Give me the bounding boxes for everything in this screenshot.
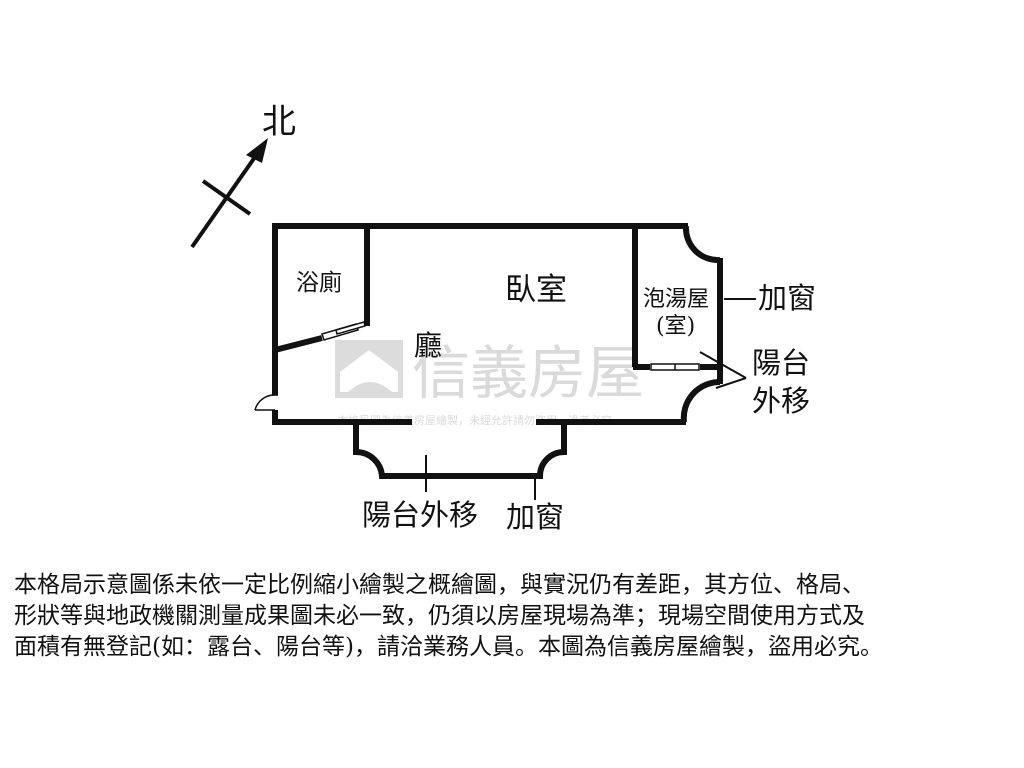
compass-cross-bar: [201, 179, 252, 216]
floor-plan: 信義房屋 本格局圖為信義房屋繪製，未經允許請勿盜用，違者必究 北: [190, 102, 816, 534]
disclaimer-line: 形狀等與地政機關測量成果圖未必一致，仍須以房屋現場為準；現場空間使用方式及: [14, 603, 865, 629]
compass: 北: [190, 102, 296, 249]
compass-arrow-head-icon: [246, 138, 268, 163]
watermark-logo-icon: [335, 340, 403, 398]
bottom-balcony-outline: [353, 424, 567, 479]
annotation-window-bottom: 加窗: [506, 500, 564, 534]
annotation-balcony-bottom: 陽台外移: [362, 498, 478, 532]
room-label-bathroom: 浴廁: [296, 270, 342, 296]
room-label-living: 廳: [414, 329, 442, 362]
onsen-door: [650, 363, 700, 371]
room-label-bedroom: 臥室: [505, 272, 567, 308]
annotation-window-right: 加窗: [758, 281, 816, 315]
disclaimer: 本格局示意圖係未依一定比例縮小繪製之概繪圖，與實況仍有差距，其方位、格局、 形狀…: [14, 570, 1014, 663]
disclaimer-line: 面積有無登記(如：露台、陽台等)，請洽業務人員。本圖為信義房屋繪製，盜用必究。: [14, 634, 883, 660]
room-label-onsen-line1: 泡湯屋: [643, 287, 709, 312]
annotation-balcony-right-line1: 陽台: [752, 346, 810, 380]
leader-lines: [425, 298, 756, 500]
room-label-onsen-line2: (室): [656, 314, 695, 339]
compass-north-label: 北: [262, 102, 296, 142]
entry-door: [254, 394, 278, 411]
annotation-balcony-right-line2: 外移: [752, 384, 810, 418]
watermark-brand: 信義房屋: [412, 339, 644, 407]
bathroom-door: [321, 321, 366, 341]
disclaimer-line: 本格局示意圖係未依一定比例縮小繪製之概繪圖，與實況仍有差距，其方位、格局、: [14, 572, 865, 598]
watermark: 信義房屋 本格局圖為信義房屋繪製，未經允許請勿盜用，違者必究: [335, 339, 644, 427]
